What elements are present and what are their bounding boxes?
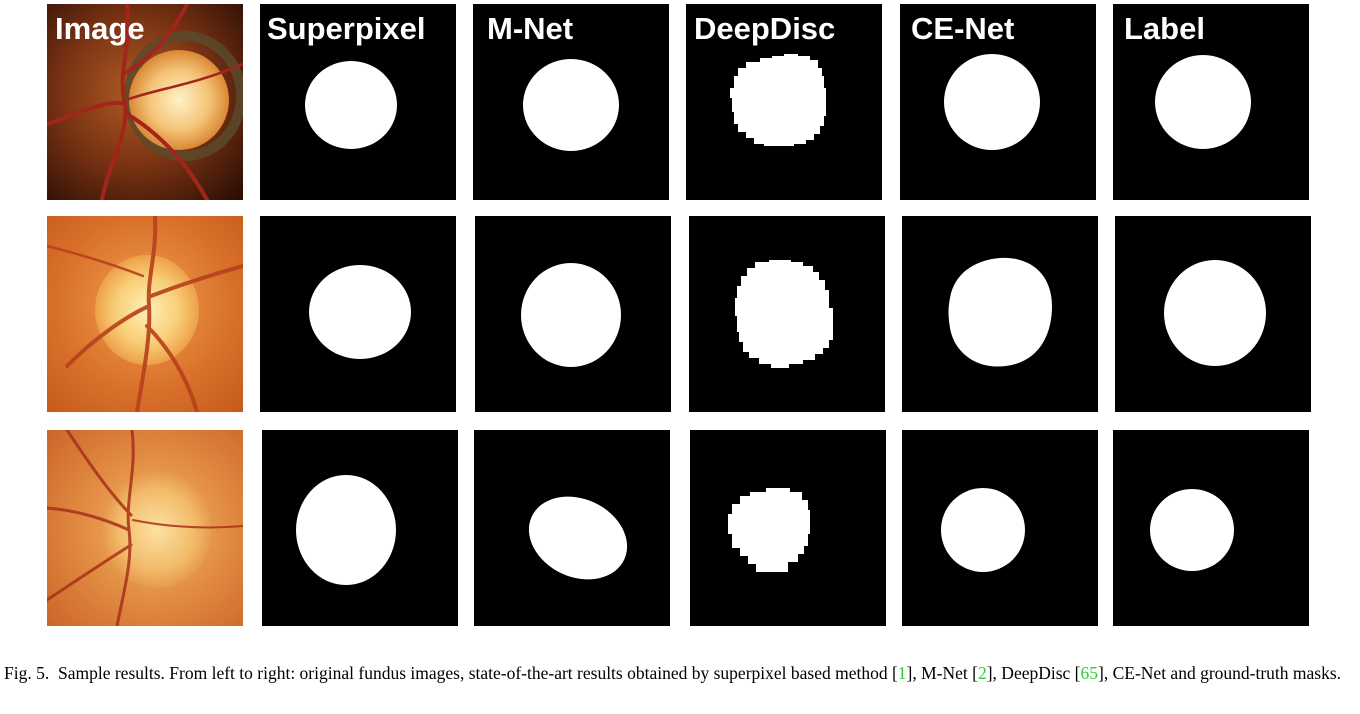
column-label-mnet: M-Net <box>487 11 574 46</box>
fundus-photo-2 <box>47 216 243 412</box>
mask-shape <box>728 488 810 572</box>
cenet-mask-row3 <box>902 430 1098 626</box>
caption-text: ], DeepDisc [ <box>986 663 1081 683</box>
mnet-mask-row3 <box>474 430 670 626</box>
mask-shape <box>296 475 396 585</box>
mask-shape <box>528 496 628 580</box>
mnet-mask-row1 <box>473 4 669 200</box>
label-mask-row2 <box>1115 216 1311 412</box>
figure-caption: Fig. 5. Sample results. From left to rig… <box>4 662 1356 684</box>
fundus-photo-3 <box>47 430 243 626</box>
mnet-mask-row2 <box>475 216 671 412</box>
label-mask-row3 <box>1113 430 1309 626</box>
column-label-image: Image <box>55 11 145 46</box>
mask-shape <box>521 263 621 367</box>
label-mask-row1 <box>1113 4 1309 200</box>
column-label-cenet: CE-Net <box>911 11 1015 46</box>
mask-shape <box>1150 489 1234 571</box>
column-label-label: Label <box>1124 11 1205 46</box>
cenet-mask-row2 <box>902 216 1098 412</box>
mask-shape <box>1155 55 1251 149</box>
mask-shape <box>1164 260 1266 366</box>
mask-shape <box>948 257 1052 367</box>
caption-text: Sample results. From left to right: orig… <box>57 663 898 683</box>
superpixel-mask-row2 <box>260 216 456 412</box>
fundus-image-row3 <box>47 430 243 626</box>
caption-label: Fig. 5. <box>4 663 50 683</box>
fundus-image-row1 <box>47 4 243 200</box>
fundus-image-row2 <box>47 216 243 412</box>
mask-shape <box>523 59 619 151</box>
citation-link-2[interactable]: 2 <box>977 663 987 683</box>
caption-text: ], CE-Net and ground-truth masks. <box>1098 663 1342 683</box>
citation-link-65[interactable]: 65 <box>1080 663 1099 683</box>
column-label-deepdisc: DeepDisc <box>694 11 836 46</box>
deepdisc-mask-row3 <box>690 430 886 626</box>
deepdisc-mask-row1 <box>686 4 882 200</box>
superpixel-mask-row1 <box>260 4 456 200</box>
citation-link-1[interactable]: 1 <box>897 663 907 683</box>
cenet-mask-row1 <box>900 4 1096 200</box>
mask-shape <box>735 260 833 368</box>
column-label-superpixel: Superpixel <box>267 11 426 46</box>
mask-shape <box>730 54 826 146</box>
fundus-photo-1 <box>47 4 243 200</box>
mask-shape <box>305 61 397 149</box>
deepdisc-mask-row2 <box>689 216 885 412</box>
mask-shape <box>941 488 1025 572</box>
mask-shape <box>944 54 1040 150</box>
mask-shape <box>309 265 411 359</box>
superpixel-mask-row3 <box>262 430 458 626</box>
caption-text: ], M-Net [ <box>906 663 978 683</box>
